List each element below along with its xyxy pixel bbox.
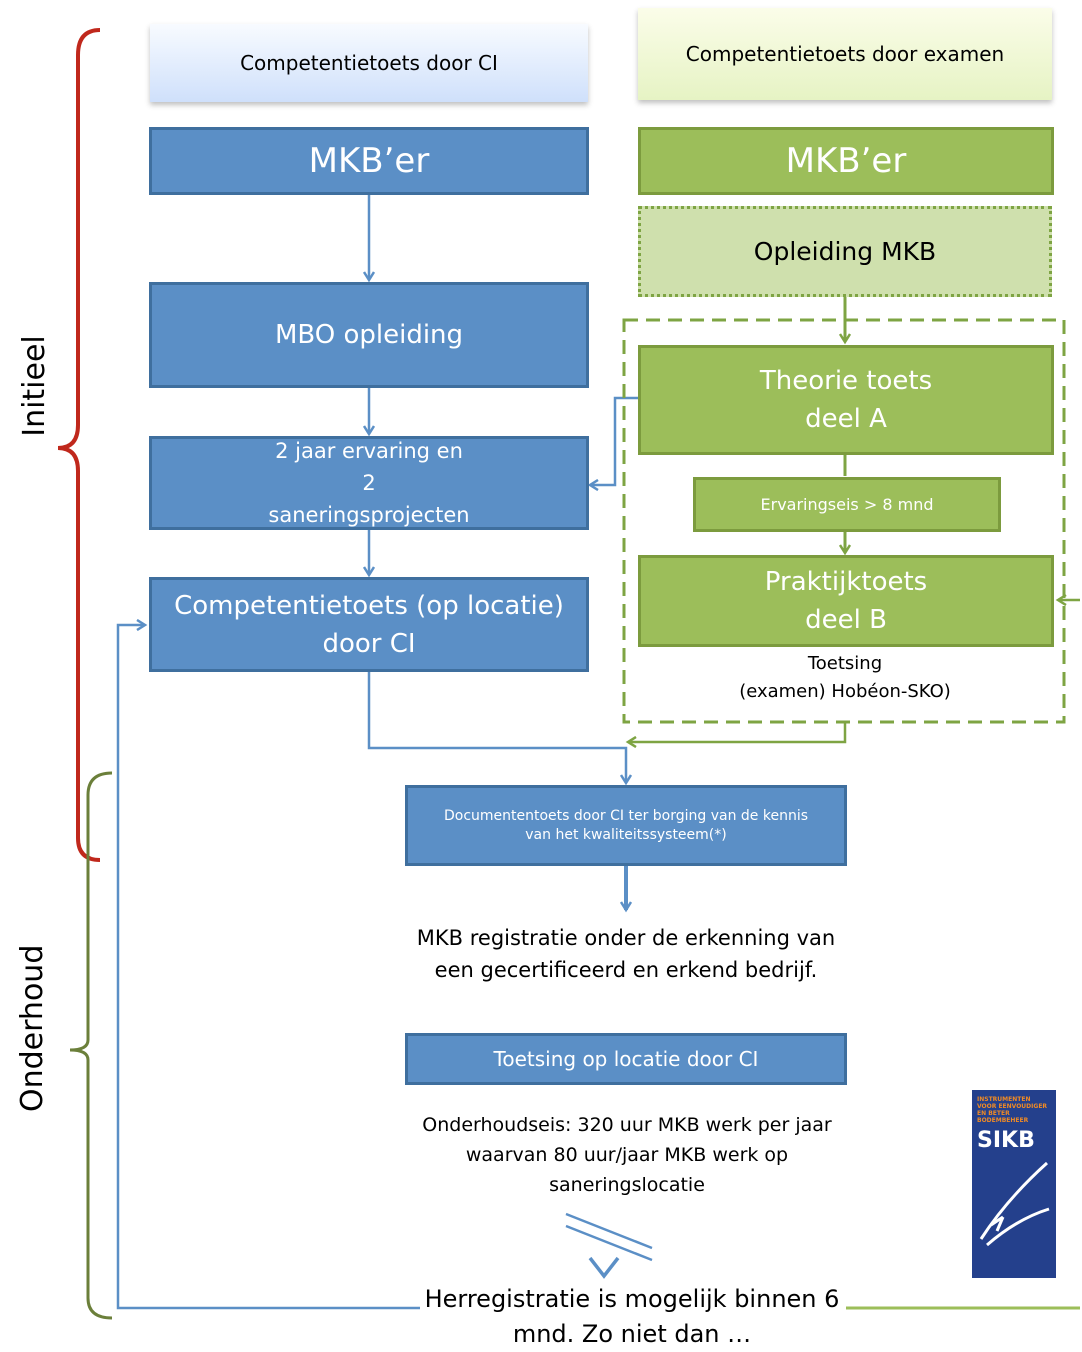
practice-test-box: Praktijktoets deel B	[638, 555, 1054, 647]
reregistration-text: Herregistratie is mogelijk binnen 6 mnd.…	[424, 1285, 840, 1348]
document-check-box: Documententoets door CI ter borging van …	[405, 785, 847, 866]
assessment-label: Toetsing (examen) Hobéon-SKO)	[690, 650, 1000, 706]
assessment-line-1: Toetsing	[807, 653, 883, 674]
registration-text: MKB registratie onder de erkenning van e…	[416, 926, 836, 982]
assessment-line-2: (examen) Hobéon-SKO)	[739, 681, 951, 702]
maintenance-label: Onderhoud	[15, 944, 50, 1112]
logo-graphic-icon	[979, 1161, 1050, 1247]
experience-requirement-box: Ervaringseis > 8 mnd	[693, 477, 1001, 532]
initial-bracket	[57, 28, 101, 862]
initial-label: Initieel	[17, 335, 52, 437]
training-box: Opleiding MKB	[638, 206, 1052, 297]
theory-test-box: Theorie toets deel A	[638, 345, 1054, 455]
logo-name: SIKB	[977, 1128, 1035, 1153]
header-exam: Competentietoets door examen	[638, 8, 1052, 100]
logo-tagline: INSTRUMENTEN VOOR EENVOUDIGER EN BETER B…	[977, 1096, 1048, 1124]
mkber-box-exam: MKB’er	[638, 127, 1054, 195]
exam-group-border	[622, 318, 1066, 724]
experience-box: 2 jaar ervaring en 2 saneringsprojecten	[149, 436, 589, 530]
header-ci: Competentietoets door CI	[150, 24, 588, 102]
maintenance-bracket	[69, 771, 113, 1320]
onsite-check-box: Toetsing op locatie door CI	[405, 1033, 847, 1085]
competence-test-box: Competentietoets (op locatie) door CI	[149, 577, 589, 672]
maintenance-requirement-text: Onderhoudseis: 320 uur MKB werk per jaar…	[422, 1114, 832, 1196]
mbo-training-box: MBO opleiding	[149, 282, 589, 388]
mkber-box-ci: MKB’er	[149, 127, 589, 195]
sikb-logo: INSTRUMENTEN VOOR EENVOUDIGER EN BETER B…	[972, 1090, 1056, 1278]
